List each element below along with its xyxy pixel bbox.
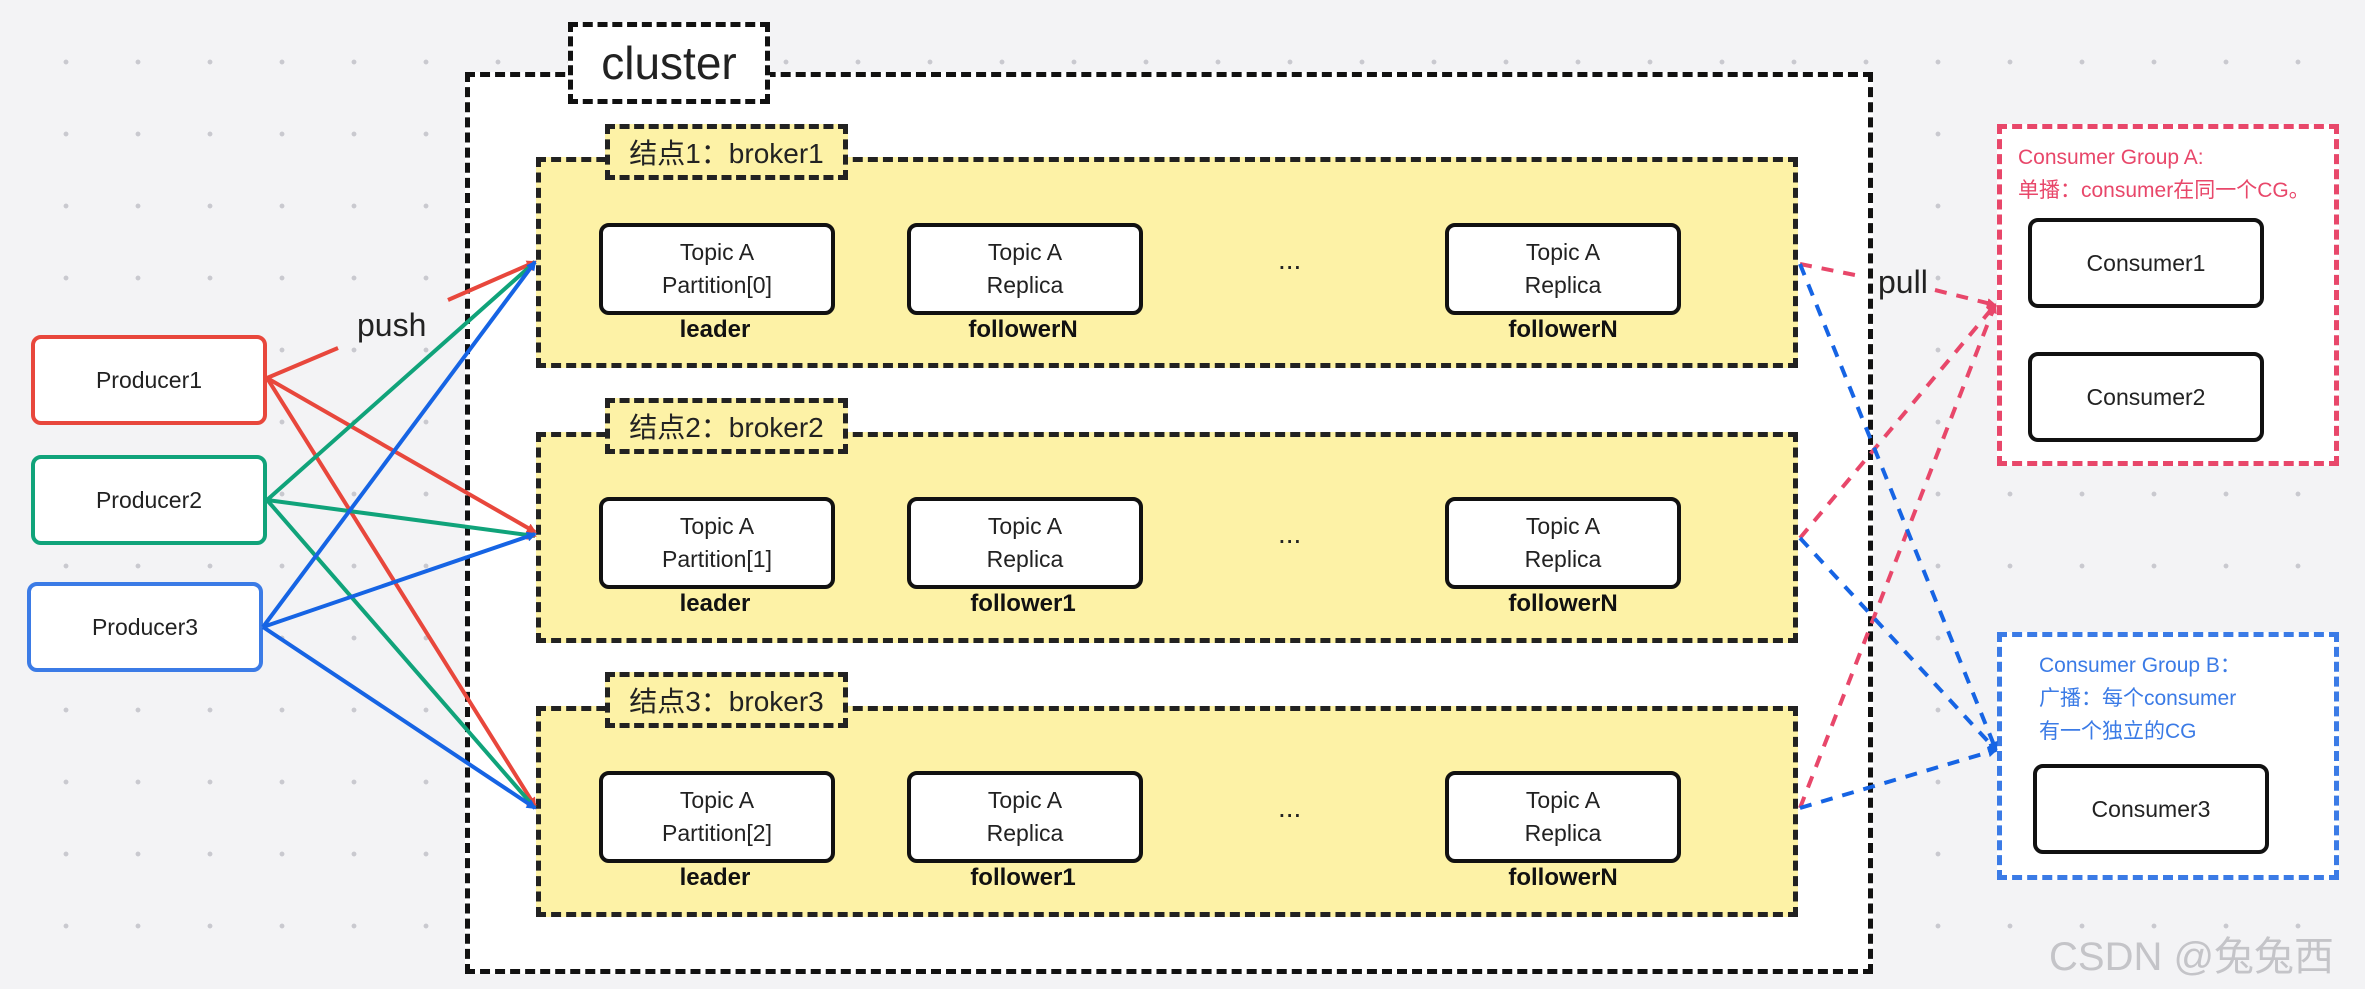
node-partition: Replica <box>986 820 1064 846</box>
consumer-group-a-title: Consumer Group A: <box>2018 146 2204 169</box>
node-topic: Topic A <box>987 787 1063 813</box>
node-topic: Topic A <box>679 787 755 813</box>
broker3-to-group-a-pull-arrow <box>1798 303 1997 809</box>
node-topic: Topic A <box>679 513 755 539</box>
broker-3-replica-b: Topic A Replica <box>1445 771 1681 863</box>
consumer-group-b-title: Consumer Group B： <box>2039 654 2241 677</box>
csdn-watermark: CSDN @兔兔西 <box>2049 935 2335 979</box>
broker2-to-group-a-pull-arrow <box>1798 303 1997 540</box>
broker-1-replica-b: Topic A Replica <box>1445 223 1681 315</box>
producer1-to-broker3-arrow <box>265 376 537 808</box>
broker1-to-group-b-pull-arrow <box>1798 263 1998 752</box>
role-label: leader <box>679 316 751 343</box>
role-label: follower1 <box>970 590 1076 617</box>
node-topic: Topic A <box>679 239 755 265</box>
broker-1-replica-a: Topic A Replica <box>907 223 1143 315</box>
consumer-group-a-label: Consumer Group A: 单播：consumer在同一个CG。 <box>2018 141 2310 207</box>
producer2-to-broker1-arrow <box>265 260 537 502</box>
producer-1: Producer1 <box>31 335 267 425</box>
node-partition: Replica <box>986 546 1064 572</box>
broker-1-leader-partition: Topic A Partition[0] <box>599 223 835 315</box>
consumer-1: Consumer1 <box>2028 218 2264 308</box>
broker-1-label: 结点1：broker1 <box>605 124 848 180</box>
role-label: followerN <box>1508 316 1618 343</box>
producer3-to-broker2-arrow <box>262 531 537 629</box>
node-partition: Partition[1] <box>662 546 772 572</box>
producer1-to-broker2-arrow <box>266 376 537 534</box>
role-label: leader <box>679 864 751 891</box>
broker-3-leader-partition: Topic A Partition[2] <box>599 771 835 863</box>
producer2-to-broker2-arrow <box>266 498 537 540</box>
broker3-to-group-b-pull-arrow <box>1799 747 1998 810</box>
node-topic: Topic A <box>987 239 1063 265</box>
cluster-title: cluster <box>568 22 770 104</box>
role-label: leader <box>679 590 751 617</box>
producer2-to-broker3-arrow <box>265 498 537 810</box>
role-label: followerN <box>1508 864 1618 891</box>
node-partition: Partition[2] <box>662 820 772 846</box>
consumer-group-b-desc-2: 有一个独立的CG <box>2039 720 2197 743</box>
broker1-to-group-a-pull-arrow-head-segment <box>1934 288 1997 308</box>
ellipsis: ... <box>1278 792 1302 823</box>
node-partition: Replica <box>1524 546 1602 572</box>
role-label: followerN <box>1508 590 1618 617</box>
broker-3-replica-a: Topic A Replica <box>907 771 1143 863</box>
push-label: push <box>357 307 427 343</box>
node-topic: Topic A <box>1525 239 1601 265</box>
broker1-to-group-a-pull-arrow <box>1799 262 1861 278</box>
node-partition: Replica <box>1524 820 1602 846</box>
broker-2-label: 结点2：broker2 <box>605 398 848 454</box>
consumer-group-b-desc: 广播：每个consumer <box>2039 687 2237 710</box>
broker-2-leader-partition: Topic A Partition[1] <box>599 497 835 589</box>
node-topic: Topic A <box>987 513 1063 539</box>
node-partition: Replica <box>986 272 1064 298</box>
producer-3: Producer3 <box>27 582 263 672</box>
producer1-to-broker1-arrow <box>266 346 339 380</box>
pull-label: pull <box>1878 264 1928 300</box>
consumer-group-b-label: Consumer Group B： 广播：每个consumer 有一个独立的CG <box>2039 649 2241 748</box>
consumer-2: Consumer2 <box>2028 352 2264 442</box>
consumer-3: Consumer3 <box>2033 764 2269 854</box>
consumer-group-a-desc: 单播：consumer在同一个CG。 <box>2018 179 2310 202</box>
role-label: followerN <box>968 316 1078 343</box>
broker-2-replica-b: Topic A Replica <box>1445 497 1681 589</box>
producer3-to-broker3-arrow <box>261 625 537 810</box>
node-topic: Topic A <box>1525 787 1601 813</box>
node-topic: Topic A <box>1525 513 1601 539</box>
node-partition: Partition[0] <box>662 272 772 298</box>
ellipsis: ... <box>1278 518 1302 549</box>
producer3-to-broker1-arrow <box>261 260 537 629</box>
ellipsis: ... <box>1278 244 1302 275</box>
broker2-to-group-b-pull-arrow <box>1798 536 1998 752</box>
role-label: follower1 <box>970 864 1076 891</box>
node-partition: Replica <box>1524 272 1602 298</box>
producer1-to-broker1-arrow-head-segment <box>447 260 537 302</box>
producer-2: Producer2 <box>31 455 267 545</box>
broker-3-label: 结点3：broker3 <box>605 672 848 728</box>
broker-2-replica-a: Topic A Replica <box>907 497 1143 589</box>
